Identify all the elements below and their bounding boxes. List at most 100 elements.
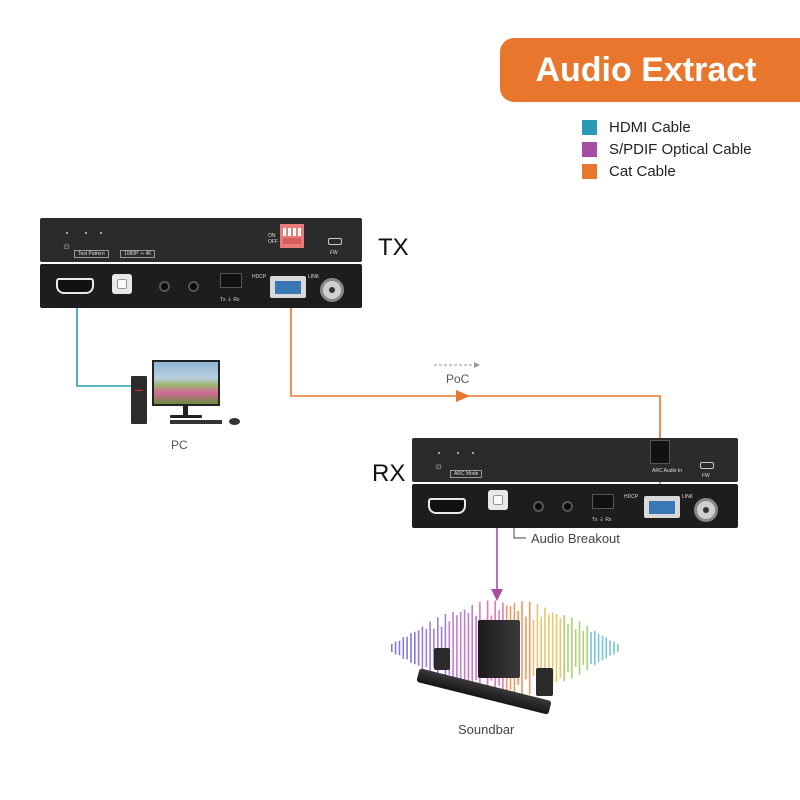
wave-bar: [536, 603, 539, 693]
usb-port[interactable]: [700, 462, 714, 469]
tx-hdmi-port[interactable]: [56, 278, 94, 294]
wave-bar: [402, 637, 405, 659]
tx-audio-jack[interactable]: [188, 281, 199, 292]
spdif-swatch: [582, 141, 597, 157]
wave-bar: [471, 605, 473, 691]
wave-bar: [528, 601, 531, 695]
rx-front-panel: Tx ⏚ Rx HDCP LINK: [412, 484, 738, 528]
cat-swatch: [582, 163, 597, 179]
legend-label: HDMI Cable: [609, 118, 691, 136]
rx-link-label: LINK: [682, 494, 694, 500]
legend-item-hdmi: HDMI Cable: [582, 116, 752, 138]
dip-toggle[interactable]: [298, 228, 301, 236]
usb-port[interactable]: [328, 238, 342, 245]
sun-icon: ☼: [62, 241, 72, 252]
optical-socket: [493, 495, 503, 505]
rx-power-jack[interactable]: [694, 498, 718, 522]
led-icon: [85, 232, 87, 234]
dip-toggle[interactable]: [288, 228, 291, 236]
wave-bar: [578, 621, 581, 675]
wave-bar: [559, 618, 562, 678]
dip-base: [283, 238, 301, 244]
wave-bar: [555, 614, 558, 682]
hdmi-swatch: [582, 119, 597, 135]
dip-on-label: ON: [268, 233, 276, 239]
scaler-label: 1080P ⇒ 4K: [120, 250, 156, 258]
tx-rs232-label: Tx ⏚ Rx: [220, 297, 240, 303]
pc-monitor: [152, 360, 220, 406]
tx-top-panel: ☼ Test Pattern 1080P ⇒ 4K ON OFF FW: [40, 218, 362, 262]
wave-bar: [540, 616, 542, 680]
pc-tower: [131, 376, 147, 424]
wave-bar: [567, 623, 569, 673]
wave-bar: [571, 617, 573, 679]
wave-bar: [574, 629, 577, 667]
tx-label: TX: [378, 234, 409, 261]
poc-label: PoC: [446, 372, 470, 386]
test-pattern-label: Test Pattern: [74, 250, 109, 258]
wave-bar: [586, 625, 588, 671]
wave-bar: [410, 633, 412, 663]
rx-optical-port[interactable]: [488, 490, 508, 510]
led-icon: [100, 232, 102, 234]
power-pin: [329, 287, 335, 293]
optical-arrow: [491, 589, 503, 601]
dip-toggle[interactable]: [283, 228, 286, 236]
led-icon: [472, 452, 474, 454]
tx-optical-port[interactable]: [112, 274, 132, 294]
fw-label: FW: [330, 250, 338, 256]
tx-rs232-terminal[interactable]: [220, 273, 242, 288]
wave-bar: [429, 621, 431, 675]
wave-bar: [525, 616, 527, 680]
rx-rs232-label: Tx ⏚ Rx: [592, 517, 612, 523]
wave-bar: [406, 636, 408, 660]
arc-mode-label: ARC Mode: [450, 470, 483, 478]
wave-bar: [452, 612, 454, 685]
sun-icon: ☼: [434, 461, 444, 472]
rx-top-panel: ☼ ARC Mode ARC Audio In FW: [412, 438, 738, 482]
mouse: [229, 418, 240, 425]
cat-arrow: [456, 390, 470, 402]
optical-socket: [117, 279, 127, 289]
led-icon: [438, 452, 440, 454]
rx-rj45-port[interactable]: [644, 496, 680, 518]
wave-bar: [459, 611, 462, 685]
wave-bar: [463, 609, 466, 687]
legend-item-cat: Cat Cable: [582, 160, 752, 182]
wave-bar: [475, 615, 477, 681]
rx-hdmi-port[interactable]: [428, 498, 466, 514]
rx-arc-optical-port[interactable]: [650, 440, 670, 464]
rx-audio-jack[interactable]: [562, 501, 573, 512]
tx-power-jack[interactable]: [320, 278, 344, 302]
rj45-socket: [275, 281, 301, 294]
cable-legend: HDMI Cable S/PDIF Optical Cable Cat Cabl…: [582, 116, 752, 182]
wave-bar: [532, 619, 535, 676]
power-pin: [703, 507, 709, 513]
satellite-speaker-left: [434, 648, 450, 670]
monitor-stand: [183, 406, 188, 416]
wave-bar: [398, 640, 401, 656]
wave-bar: [521, 601, 523, 695]
monitor-base: [170, 415, 202, 418]
wave-bar: [421, 626, 424, 670]
wave-bar: [417, 630, 420, 666]
tx-rj45-port[interactable]: [270, 276, 306, 298]
rx-label: RX: [372, 460, 406, 487]
wave-bar: [467, 613, 470, 683]
dip-switch[interactable]: [280, 224, 304, 248]
wave-bar: [609, 640, 611, 656]
audio-extract-banner: Audio Extract: [500, 38, 800, 102]
wave-bar: [425, 628, 428, 668]
hdmi-cable: [76, 302, 132, 387]
wave-bar: [605, 637, 608, 659]
tx-link-label: LINK: [308, 274, 320, 280]
wave-bar: [601, 635, 604, 661]
poc-dash-arrow: [474, 362, 480, 368]
tx-audio-jack[interactable]: [159, 281, 170, 292]
legend-label: Cat Cable: [609, 162, 676, 180]
led-icon: [66, 232, 68, 234]
dip-toggle[interactable]: [293, 228, 296, 236]
rx-audio-jack[interactable]: [533, 501, 544, 512]
subwoofer: [478, 620, 520, 678]
rx-rs232-terminal[interactable]: [592, 494, 614, 509]
